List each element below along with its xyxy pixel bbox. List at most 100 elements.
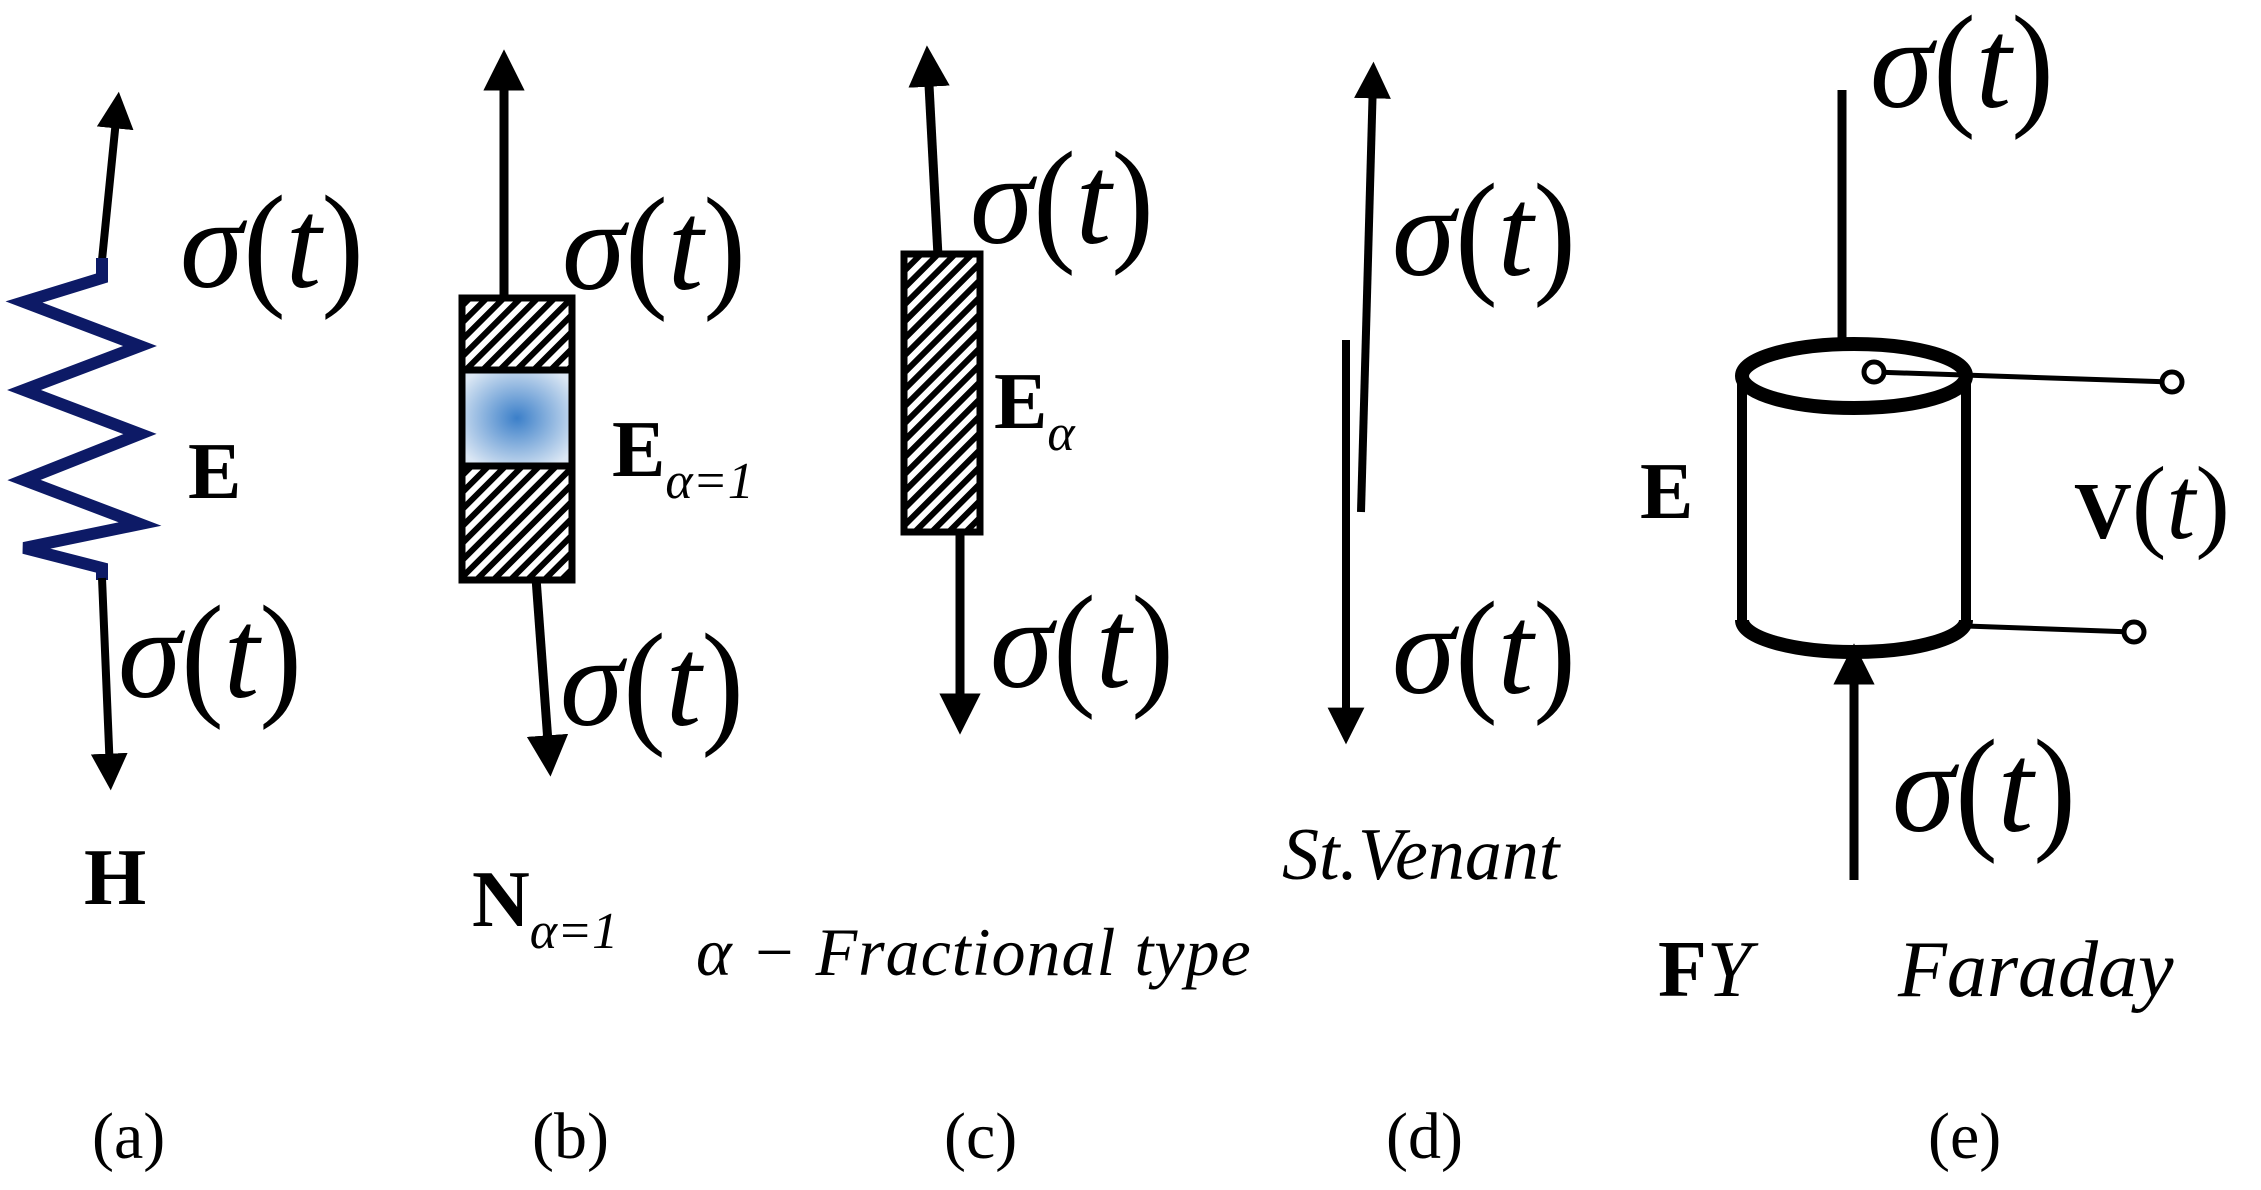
- paren-close: ): [2195, 446, 2230, 561]
- paren-open: (: [625, 169, 668, 323]
- newton-modulus-letter: E: [612, 406, 666, 494]
- paren-open: (: [2131, 446, 2167, 561]
- newton-element: [458, 49, 576, 777]
- time-symbol: t: [1975, 0, 2012, 135]
- sigma-b-bottom: σ(t): [560, 613, 744, 751]
- paren-open: (: [1455, 573, 1498, 727]
- fractional-element: [900, 45, 984, 735]
- newton-name-subscript: α=1: [529, 903, 619, 960]
- caption-c: (c): [944, 1100, 1018, 1173]
- sigma-c-top: σ(t): [970, 131, 1154, 269]
- faraday-top-electrode: [1861, 359, 1887, 385]
- sigma-symbol: σ: [990, 573, 1054, 715]
- caption-d: (d): [1386, 1100, 1463, 1173]
- time-symbol: t: [1075, 129, 1112, 271]
- paren-close: ): [321, 167, 364, 321]
- fractional-top-rod: [908, 45, 950, 257]
- faraday-terminal-top: [2159, 369, 2185, 395]
- paren-close: ): [701, 605, 744, 759]
- sigma-c-bottom: σ(t): [990, 575, 1174, 713]
- paren-open: (: [1933, 0, 1976, 141]
- paren-open: (: [181, 577, 224, 731]
- sigma-symbol: σ: [970, 129, 1034, 271]
- sigma-symbol: σ: [1392, 161, 1456, 303]
- faraday-modulus-label: E: [1640, 448, 1694, 536]
- sigma-d-top: σ(t): [1392, 163, 1576, 301]
- sigma-symbol: σ: [562, 175, 626, 317]
- sigma-symbol: σ: [1392, 579, 1456, 721]
- paren-open: (: [243, 167, 286, 321]
- paren-open: (: [1053, 567, 1096, 721]
- sigma-symbol: σ: [180, 173, 244, 315]
- time-symbol: t: [223, 583, 260, 725]
- sigma-symbol: σ: [560, 611, 624, 753]
- paren-close: ): [1111, 123, 1154, 277]
- paren-open: (: [623, 605, 666, 759]
- sigma-symbol: σ: [1870, 0, 1934, 135]
- faraday-bottom-face: [1735, 619, 1973, 659]
- time-symbol: t: [1497, 579, 1534, 721]
- caption-e: (e): [1928, 1100, 2002, 1173]
- time-symbol: t: [665, 611, 702, 753]
- hooke-spring: [5, 258, 162, 580]
- sigma-a-top: σ(t): [180, 175, 364, 313]
- st-venant-name-label: St.Venant: [1282, 814, 1560, 896]
- newton-modulus-label: Eα=1: [612, 410, 754, 508]
- paren-close: ): [2011, 0, 2054, 141]
- faraday-extra-label: Faraday: [1898, 926, 2174, 1014]
- faraday-element: [1735, 90, 2185, 880]
- hooke-top-rod: [96, 91, 134, 261]
- sigma-a-bottom: σ(t): [118, 585, 302, 723]
- hooke-bottom-rod: [90, 577, 128, 791]
- paren-open: (: [1955, 711, 1998, 865]
- sigma-d-bottom: σ(t): [1392, 581, 1576, 719]
- caption-a: (a): [92, 1100, 166, 1173]
- voltage-letter: V: [2074, 468, 2132, 556]
- newton-modulus-subscript: α=1: [665, 453, 754, 510]
- paren-open: (: [1455, 155, 1498, 309]
- newton-bottom-rod: [526, 577, 569, 777]
- time-symbol: t: [285, 173, 322, 315]
- faraday-name-italic: Y: [1706, 926, 1752, 1014]
- newton-core: [458, 366, 576, 470]
- faraday-terminal-bottom: [2121, 619, 2147, 645]
- paren-close: ): [703, 169, 746, 323]
- newton-name-label: Nα=1: [472, 860, 618, 958]
- paren-close: ): [1533, 155, 1576, 309]
- sigma-e-top: σ(t): [1870, 0, 2054, 133]
- paren-close: ): [2033, 711, 2076, 865]
- faraday-top-lead: [1873, 369, 2171, 385]
- fractional-type-label: α − Fractional type: [696, 914, 1252, 990]
- fractional-modulus-subscript: α: [1047, 405, 1075, 462]
- paren-open: (: [1033, 123, 1076, 277]
- caption-b: (b): [532, 1100, 609, 1173]
- faraday-bottom-lead: [1965, 623, 2133, 635]
- fractional-modulus-label: Eα: [994, 362, 1075, 460]
- fractional-modulus-letter: E: [994, 358, 1048, 446]
- st-venant-element: [1327, 61, 1391, 745]
- paren-close: ): [259, 577, 302, 731]
- newton-upper-hatch: [458, 294, 576, 374]
- hooke-name-label: H: [84, 834, 147, 922]
- time-symbol: t: [1095, 573, 1132, 715]
- faraday-name-label: FY: [1658, 930, 1751, 1010]
- faraday-name-bold: F: [1658, 926, 1707, 1014]
- sigma-symbol: σ: [1892, 717, 1956, 859]
- newton-name-letter: N: [472, 856, 530, 944]
- time-symbol: t: [2166, 446, 2196, 561]
- venant-upper-bar: [1354, 61, 1391, 513]
- time-symbol: t: [1997, 717, 2034, 859]
- sigma-symbol: σ: [118, 583, 182, 725]
- sigma-e-bottom: σ(t): [1892, 719, 2076, 857]
- hooke-modulus-label: E: [188, 428, 242, 516]
- newton-lower-hatch: [458, 462, 576, 584]
- time-symbol: t: [1497, 161, 1534, 303]
- hooke-element: [5, 91, 162, 791]
- paren-close: ): [1131, 567, 1174, 721]
- faraday-voltage-label: V(t): [2074, 452, 2230, 556]
- fractional-body: [900, 250, 984, 536]
- paren-close: ): [1533, 573, 1576, 727]
- sigma-b-top: σ(t): [562, 177, 746, 315]
